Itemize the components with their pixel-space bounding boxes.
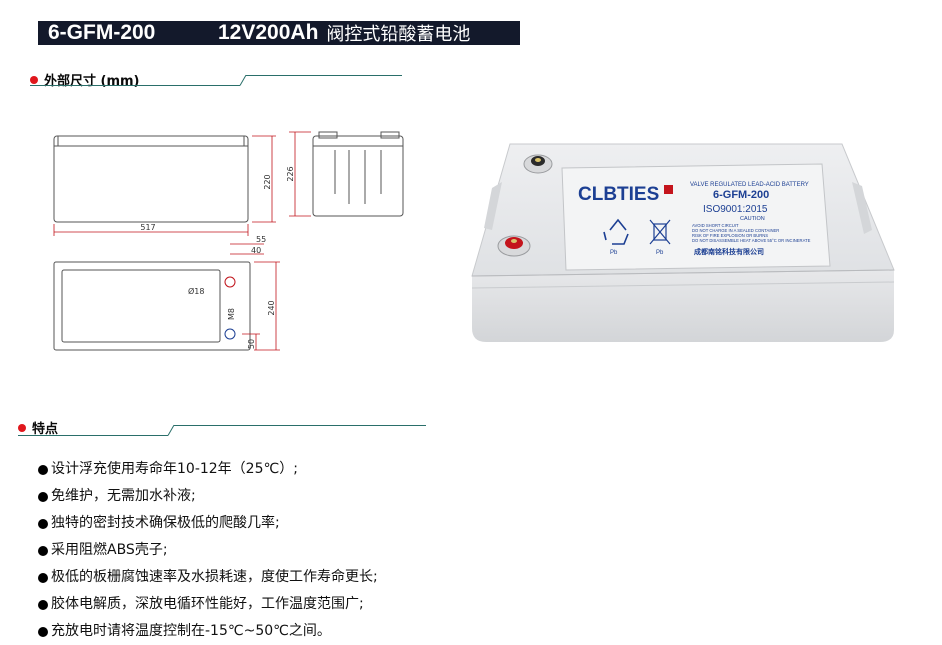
heading-rule: [30, 85, 240, 86]
recycle-icon: [603, 218, 629, 245]
label-type-line: VALVE REGULATED LEAD-ACID BATTERY: [690, 182, 809, 188]
negative-terminal: [523, 154, 553, 174]
dim-height-body-label: 220: [263, 174, 272, 189]
dimensions-heading: 外部尺寸 (mm): [30, 70, 140, 89]
battery-body: [472, 270, 894, 342]
bullet-icon: [38, 545, 48, 556]
side-view-drawing: 226: [286, 131, 404, 217]
battery-photo: CLBTIES VALVE REGULATED LEAD-ACID BATTER…: [471, 143, 895, 342]
label-caution-line: DO NOT CHARGE IN A SEALED CONTAINER: [692, 228, 779, 233]
features-rule-slant: [167, 424, 175, 436]
feature-text: 免维护，无需加水补液;: [51, 488, 196, 504]
offset-40-label: 40: [251, 246, 261, 255]
offset-55-label: 55: [256, 235, 266, 244]
label-cert: ISO9001:2015: [703, 204, 768, 215]
battery-label-area: [561, 163, 831, 271]
red-dot-icon: [18, 423, 26, 432]
heading-rule-slant: [239, 74, 247, 86]
pb-left-label: Pb: [610, 250, 618, 256]
title-bar: 6-GFM-200 12V200Ah 阀控式铅酸蓄电池: [38, 21, 520, 45]
feature-text: 设计浮充使用寿命年10-12年（25℃）;: [51, 461, 298, 477]
dim-width-label: 240: [267, 300, 276, 315]
pb-right-label: Pb: [656, 250, 664, 256]
label-caution-line: AVOID SHORT CIRCUIT: [692, 223, 739, 228]
dimension-drawing: 517 220 Ø18 M8 55 40 240 50: [53, 135, 280, 351]
label-caution-line: RISK OF FIRE EXPLOSION OR BURNS: [692, 233, 768, 238]
heading-rule-upper: [246, 75, 402, 76]
list-item: 充放电时请将温度控制在-15℃~50℃之间。: [38, 618, 378, 645]
bullet-icon: [38, 464, 48, 475]
list-item: 免维护，无需加水补液;: [38, 483, 378, 510]
top-view-body: [53, 261, 251, 351]
title-description: 阀控式铅酸蓄电池: [326, 24, 471, 45]
list-item: 胶体电解质，深放电循环性能好，工作温度范围广;: [38, 591, 378, 618]
brand-mark-icon: [664, 185, 673, 194]
features-heading-text: 特点: [32, 422, 59, 437]
list-item: 采用阻燃ABS壳子;: [38, 537, 378, 564]
list-item: 极低的板栅腐蚀速率及水损耗速，度使工作寿命更长;: [38, 564, 378, 591]
bolt-label: M8: [227, 308, 236, 320]
positive-terminal: [497, 235, 531, 257]
label-model: 6-GFM-200: [713, 189, 769, 201]
feature-text: 独特的密封技术确保极低的爬酸几率;: [51, 515, 280, 531]
feature-text: 充放电时请将温度控制在-15℃~50℃之间。: [51, 623, 331, 639]
bullet-icon: [38, 599, 48, 610]
left-handle: [484, 182, 502, 230]
list-item: 设计浮充使用寿命年10-12年（25℃）;: [38, 456, 378, 483]
feature-text: 极低的板栅腐蚀速率及水损耗速，度使工作寿命更长;: [51, 569, 378, 585]
bullet-icon: [38, 491, 48, 502]
features-heading: 特点: [18, 418, 58, 437]
dimensions-heading-text: 外部尺寸 (mm): [44, 74, 140, 89]
bullet-icon: [38, 572, 48, 583]
red-dot-icon: [30, 75, 38, 84]
offset-50-label: 50: [247, 339, 256, 349]
dim-height-total-label: 226: [286, 166, 295, 181]
feature-text: 采用阻燃ABS壳子;: [51, 542, 168, 558]
crossed-bin-icon: [649, 219, 671, 245]
right-handle: [852, 182, 872, 234]
title-model: 6-GFM-200: [48, 21, 156, 44]
label-caution-title: CAUTION: [740, 216, 765, 222]
label-caution-line: DO NOT DISASSEMBLE HEAT ABOVE 55°C OR IN…: [692, 238, 811, 243]
dim-length-label: 517: [140, 223, 155, 232]
features-list: 设计浮充使用寿命年10-12年（25℃）; 免维护，无需加水补液; 独特的密封技…: [38, 456, 378, 645]
bullet-icon: [38, 518, 48, 529]
list-item: 独特的密封技术确保极低的爬酸几率;: [38, 510, 378, 537]
feature-text: 胶体电解质，深放电循环性能好，工作温度范围广;: [51, 596, 364, 612]
bullet-icon: [38, 626, 48, 637]
side-view-body: [312, 135, 404, 217]
title-spec: 12V200Ah: [218, 21, 319, 44]
features-rule: [18, 435, 168, 436]
terminal-dia-label: Ø18: [188, 286, 204, 296]
label-company: 成都南铭科技有限公司: [694, 247, 764, 256]
brand-logo: CLBTIES: [578, 184, 659, 205]
front-view-body: [53, 135, 249, 223]
features-rule-upper: [174, 425, 426, 426]
